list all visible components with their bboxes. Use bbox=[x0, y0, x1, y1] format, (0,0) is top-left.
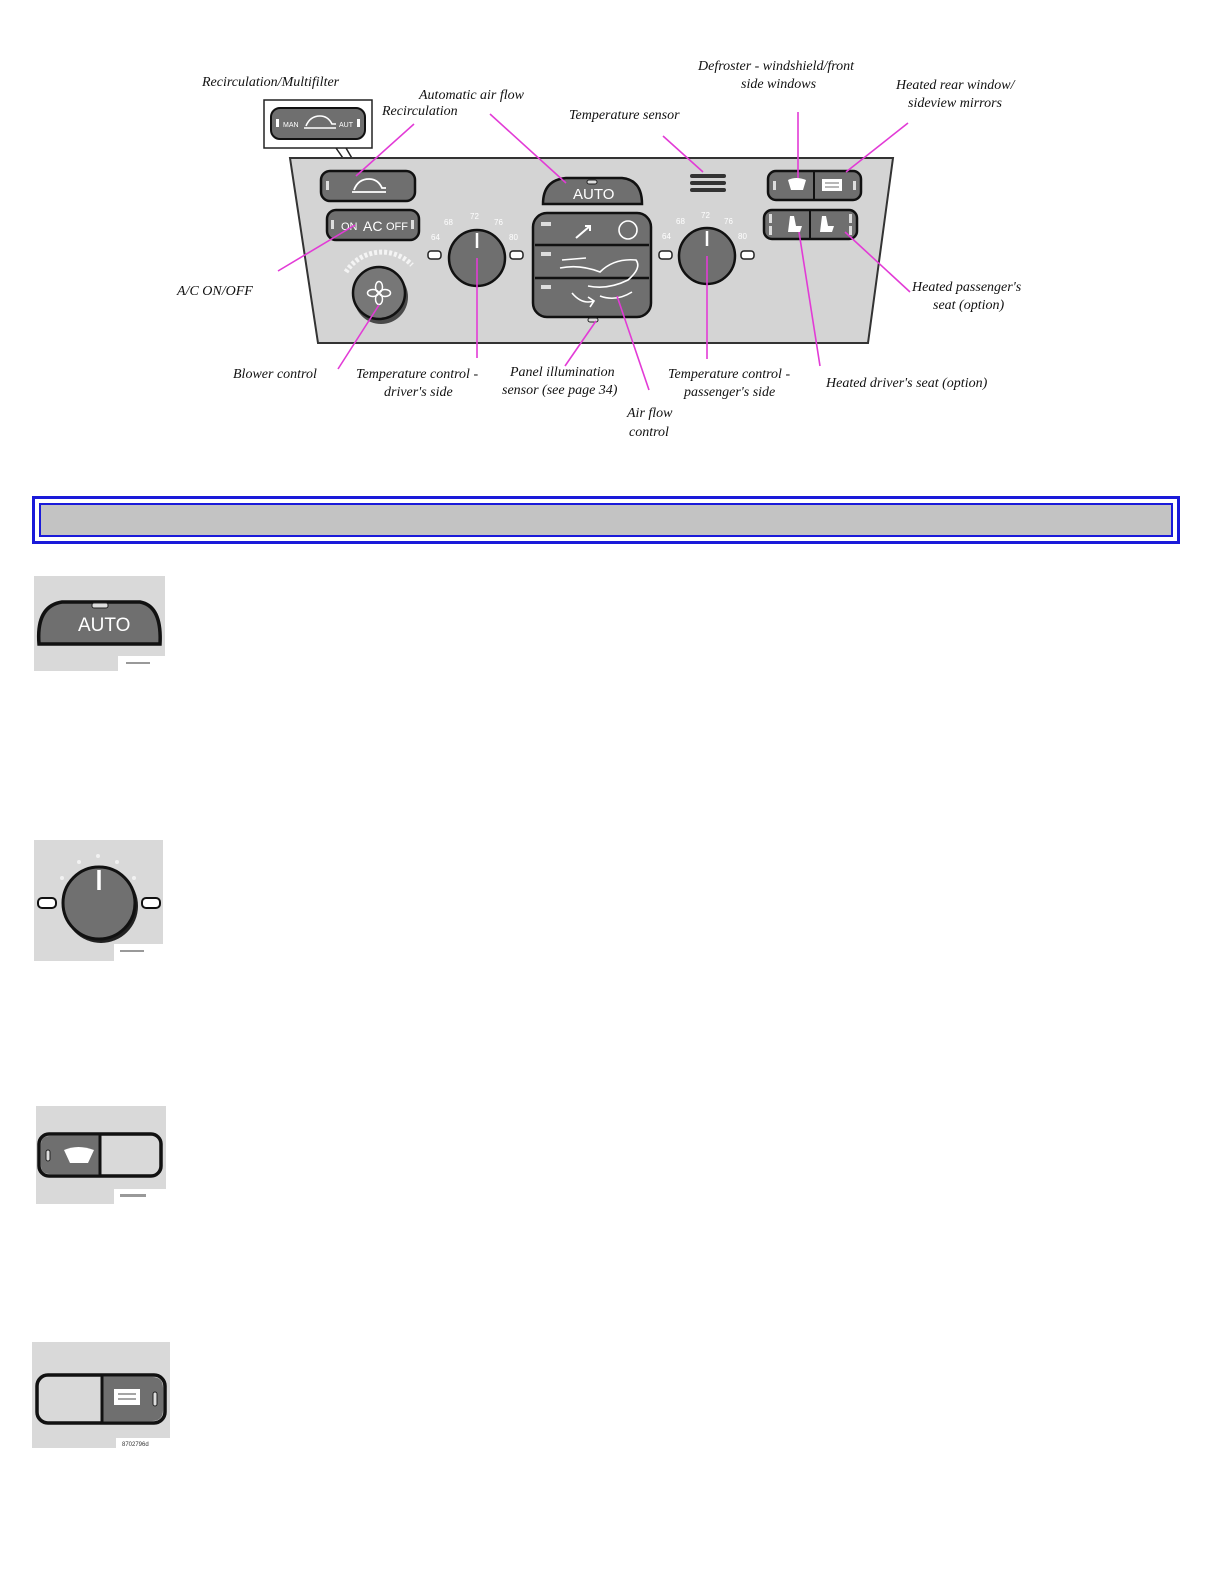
recirculation-icon bbox=[352, 178, 386, 193]
driver-dial-80: 80 bbox=[509, 233, 518, 242]
blower-knob[interactable] bbox=[343, 249, 414, 324]
rear-window-defrost-icon bbox=[114, 1389, 140, 1405]
defroster-button-thumbnail bbox=[36, 1106, 166, 1204]
ac-label: AC bbox=[363, 218, 382, 234]
label-recirc-multifilter: Recirculation/Multifilter bbox=[201, 75, 340, 90]
label-heated-pass-1: Heated passenger's bbox=[911, 280, 1022, 295]
label-recirculation: Recirculation bbox=[381, 104, 458, 119]
temperature-dial-thumbnail bbox=[34, 840, 163, 961]
auto-label: AUTO bbox=[573, 186, 614, 203]
floor-flow-icon bbox=[571, 291, 633, 308]
diagram-labels: Recirculation/Multifilter Recirculation … bbox=[176, 59, 1022, 440]
passenger-dial-64: 64 bbox=[662, 232, 671, 241]
ac-off-label: OFF bbox=[386, 221, 408, 233]
passenger-dial-76: 76 bbox=[724, 217, 733, 226]
label-defroster-2: side windows bbox=[741, 77, 817, 92]
aut-label: AUT bbox=[339, 122, 354, 129]
passenger-seat-icon bbox=[820, 216, 834, 232]
man-label: MAN bbox=[283, 122, 299, 129]
leader-lines bbox=[277, 112, 911, 391]
auto-button-thumbnail: AUTO bbox=[34, 576, 165, 671]
defroster-rear-window-buttons[interactable] bbox=[766, 169, 863, 202]
recirculation-button[interactable] bbox=[319, 169, 417, 203]
label-defroster-1: Defroster - windshield/front bbox=[697, 59, 855, 74]
seat-flow-icon bbox=[559, 257, 639, 288]
label-heated-rear-2: sideview mirrors bbox=[908, 96, 1003, 111]
heated-seat-buttons[interactable] bbox=[762, 208, 859, 241]
driver-dial-64: 64 bbox=[431, 233, 440, 242]
label-temp-driver-2: driver's side bbox=[384, 385, 453, 400]
rear-window-icon bbox=[822, 179, 842, 191]
thumb-auto-label: AUTO bbox=[78, 615, 130, 636]
defroster-icon bbox=[64, 1147, 94, 1163]
label-temp-sensor: Temperature sensor bbox=[569, 108, 680, 123]
label-heated-pass-2: seat (option) bbox=[933, 298, 1004, 313]
label-air-flow-1: Air flow bbox=[626, 406, 673, 421]
label-heated-driver: Heated driver's seat (option) bbox=[825, 376, 988, 391]
ac-button[interactable]: ON AC OFF bbox=[325, 208, 421, 242]
section-header-fill bbox=[39, 503, 1173, 537]
climate-control-diagram: MAN AUT ON AC OFF bbox=[176, 59, 1022, 440]
section-header-bar bbox=[32, 496, 1180, 544]
label-heated-rear-1: Heated rear window/ bbox=[895, 78, 1016, 93]
driver-seat-icon bbox=[788, 216, 802, 232]
driver-dial-68: 68 bbox=[444, 218, 453, 227]
label-temp-driver-1: Temperature control - bbox=[356, 367, 478, 382]
driver-dial-72: 72 bbox=[470, 212, 479, 221]
label-ac-onoff: A/C ON/OFF bbox=[176, 284, 253, 299]
driver-dial-76: 76 bbox=[494, 218, 503, 227]
temperature-sensor-grille bbox=[690, 174, 726, 192]
fan-icon bbox=[366, 280, 392, 306]
label-panel-illum-2: sensor (see page 34) bbox=[502, 383, 618, 398]
rear-window-image-code: 8702796d bbox=[122, 1442, 149, 1448]
passenger-dial-72: 72 bbox=[701, 211, 710, 220]
windshield-icon bbox=[618, 220, 638, 240]
label-temp-pass-2: passenger's side bbox=[683, 385, 775, 400]
label-temp-pass-1: Temperature control - bbox=[668, 367, 790, 382]
label-panel-illum-1: Panel illumination bbox=[509, 365, 615, 380]
windshield-defrost-icon bbox=[788, 178, 806, 190]
air-flow-control[interactable] bbox=[531, 211, 653, 323]
label-auto-air-flow: Automatic air flow bbox=[418, 88, 525, 103]
auto-button[interactable]: AUTO bbox=[541, 176, 644, 206]
defrost-arrow-icon bbox=[575, 225, 591, 239]
label-air-flow-2: control bbox=[629, 425, 669, 440]
passenger-dial-68: 68 bbox=[676, 217, 685, 226]
passenger-dial-80: 80 bbox=[738, 232, 747, 241]
rear-window-button-thumbnail: 8702796d bbox=[32, 1342, 170, 1448]
label-blower: Blower control bbox=[233, 367, 317, 382]
